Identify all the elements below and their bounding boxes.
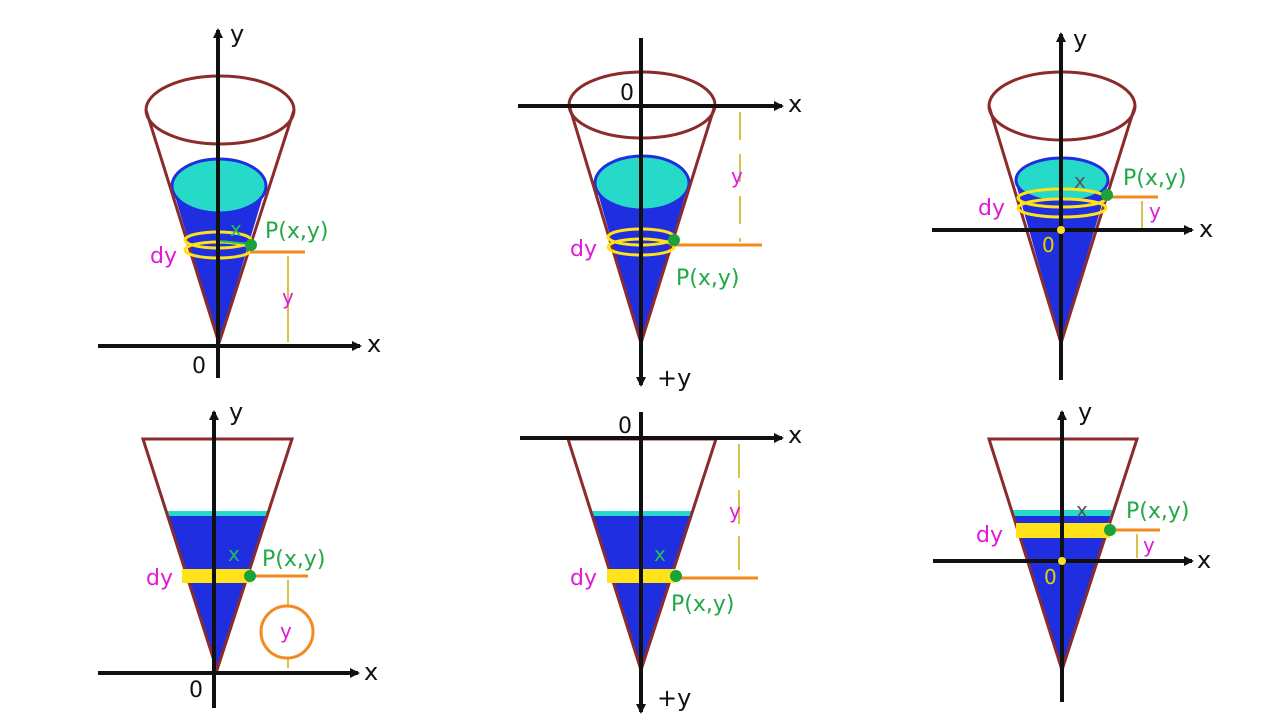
cone-right-side bbox=[1059, 105, 1137, 344]
point-p bbox=[668, 234, 680, 246]
x-axis-label: x bbox=[367, 330, 381, 358]
panel-top-left: y x 0 P(x,y) dy y x bbox=[98, 20, 381, 379]
y-axis-label: y bbox=[1073, 25, 1087, 53]
dy-label: dy bbox=[146, 566, 173, 591]
point-label: P(x,y) bbox=[671, 592, 734, 617]
x-axis-label: x bbox=[788, 90, 802, 118]
point-p bbox=[244, 570, 256, 582]
x-label: x bbox=[1076, 498, 1088, 522]
x-label: x bbox=[228, 542, 240, 566]
cone-right-side bbox=[217, 109, 296, 344]
y-axis-down-label: +y bbox=[657, 364, 691, 392]
y-axis-label: y bbox=[1078, 398, 1092, 426]
y-highlight-circle bbox=[259, 604, 315, 660]
cone-right-side bbox=[639, 104, 717, 344]
x-axis-label: x bbox=[1199, 215, 1213, 243]
point-p bbox=[1104, 524, 1116, 536]
origin-label: 0 bbox=[1044, 565, 1057, 589]
radius-line bbox=[218, 240, 251, 245]
cone-left-side bbox=[567, 104, 643, 344]
y-label: y bbox=[1149, 199, 1161, 223]
panel-bottom-middle: 0 x +y y dy x P(x,y) bbox=[520, 412, 802, 714]
y-label: y bbox=[280, 619, 292, 643]
y-label: y bbox=[731, 164, 743, 188]
x-axis-label: x bbox=[1197, 546, 1211, 574]
origin-dot bbox=[1058, 557, 1066, 565]
dy-label: dy bbox=[570, 237, 597, 262]
cone-left-side bbox=[144, 109, 221, 344]
y-label: y bbox=[729, 499, 741, 523]
point-p bbox=[245, 239, 257, 251]
x-label: x bbox=[230, 217, 242, 241]
point-label: P(x,y) bbox=[676, 266, 739, 291]
origin-label: 0 bbox=[189, 678, 203, 703]
dy-label: dy bbox=[976, 523, 1003, 548]
dy-label: dy bbox=[570, 566, 597, 591]
point-p bbox=[670, 570, 682, 582]
panel-top-middle: 0 x +y y dy P(x,y) bbox=[518, 38, 802, 392]
point-p bbox=[1101, 189, 1113, 201]
panel-bottom-left: y x 0 P(x,y) dy x y bbox=[98, 398, 378, 708]
y-axis-label: y bbox=[230, 20, 244, 48]
panel-top-right: y x 0 P(x,y) dy y x bbox=[932, 25, 1213, 380]
point-label: P(x,y) bbox=[262, 547, 325, 572]
y-label: y bbox=[1143, 533, 1155, 557]
dy-label: dy bbox=[150, 244, 177, 269]
y-axis-label: y bbox=[229, 398, 243, 426]
cone-left-side bbox=[987, 105, 1063, 344]
origin-label: 0 bbox=[618, 414, 632, 439]
dy-label: dy bbox=[978, 196, 1005, 221]
x-axis-label: x bbox=[788, 421, 802, 449]
x-label: x bbox=[1074, 169, 1086, 193]
point-label: P(x,y) bbox=[1126, 499, 1189, 524]
panel-bottom-right: y x 0 P(x,y) dy y x bbox=[933, 398, 1211, 702]
x-label: x bbox=[654, 542, 666, 566]
cone-outline bbox=[140, 437, 295, 675]
y-axis-down-label: +y bbox=[657, 684, 691, 712]
point-label: P(x,y) bbox=[1123, 166, 1186, 191]
origin-label: 0 bbox=[620, 81, 634, 106]
water-surface bbox=[167, 511, 268, 516]
water-fill bbox=[168, 514, 267, 670]
y-label: y bbox=[282, 285, 294, 309]
origin-dot bbox=[1057, 226, 1065, 234]
origin-label: 0 bbox=[1042, 233, 1055, 257]
origin-label: 0 bbox=[192, 354, 206, 379]
point-label: P(x,y) bbox=[265, 219, 328, 244]
x-axis-label: x bbox=[364, 658, 378, 686]
